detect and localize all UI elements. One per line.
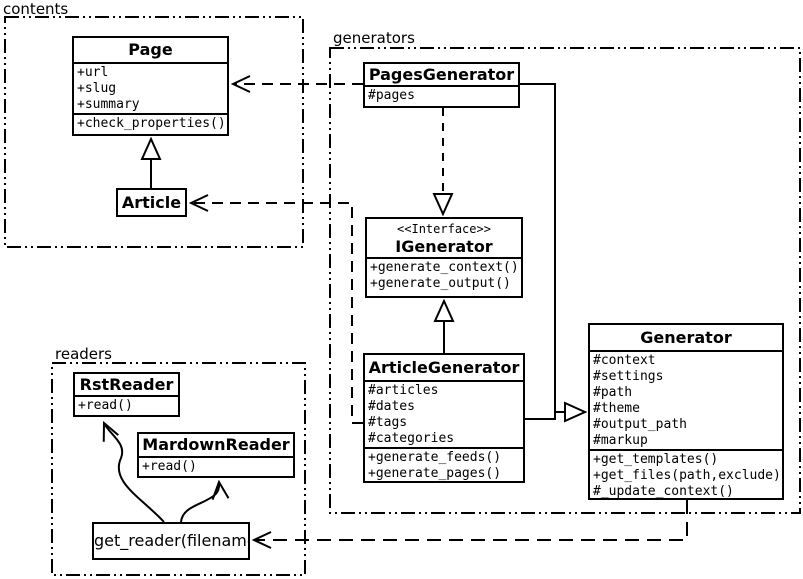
dependency-generator-to-getreader bbox=[254, 500, 688, 540]
method: +generate_context() bbox=[370, 260, 519, 275]
class-generator-attributes: #context #settings #path #theme #output_… bbox=[590, 350, 782, 449]
class-articlegenerator-title: ArticleGenerator bbox=[368, 358, 520, 377]
package-readers-label: readers bbox=[55, 345, 112, 363]
attribute: #path bbox=[593, 385, 633, 400]
package-readers-border bbox=[51, 362, 306, 576]
arrow-getreader-to-rstreader bbox=[104, 423, 165, 523]
class-mardownreader-methods: +read() bbox=[139, 456, 293, 475]
class-generator-methods: +get_templates() +get_files(path,exclude… bbox=[590, 449, 782, 499]
method: +generate_output() bbox=[370, 276, 511, 291]
class-generator: Generator #context #settings #path #them… bbox=[588, 323, 784, 500]
package-contents-border bbox=[4, 16, 304, 248]
class-articlegenerator-attributes: #articles #dates #tags #categories bbox=[365, 380, 523, 447]
class-pagesgenerator-attributes: #pages bbox=[365, 85, 518, 104]
class-articlegenerator: ArticleGenerator #articles #dates #tags … bbox=[363, 353, 525, 483]
class-pagesgenerator-title: PagesGenerator bbox=[368, 65, 515, 84]
class-igenerator: <<Interface>> IGenerator +generate_conte… bbox=[365, 217, 523, 298]
class-igenerator-methods: +generate_context() +generate_output() bbox=[367, 257, 521, 292]
function-get-reader: get_reader(filename) bbox=[92, 522, 250, 560]
attribute: #articles bbox=[368, 383, 439, 398]
method: +get_templates() bbox=[593, 452, 719, 467]
package-generators-label: generators bbox=[333, 29, 415, 47]
attribute: #context bbox=[593, 353, 656, 368]
attribute: #tags bbox=[368, 415, 408, 430]
class-igenerator-stereotype: <<Interface>> bbox=[397, 222, 491, 236]
inheritance-articlegenerator-to-generator bbox=[525, 411, 556, 420]
method: +read() bbox=[142, 459, 197, 474]
class-mardownreader: MardownReader +read() bbox=[137, 432, 295, 478]
arrow-getreader-to-mardownreader bbox=[180, 482, 219, 523]
class-page: Page +url +slug +summary +check_properti… bbox=[72, 36, 229, 136]
attribute: +slug bbox=[77, 81, 117, 96]
class-igenerator-title: IGenerator bbox=[395, 237, 493, 256]
method: +generate_pages() bbox=[368, 466, 502, 481]
class-generator-title: Generator bbox=[640, 328, 732, 347]
method: +read() bbox=[78, 398, 133, 413]
function-get-reader-label: get_reader(filename) bbox=[94, 531, 250, 550]
package-contents-label: contents bbox=[3, 0, 69, 18]
class-article: Article bbox=[116, 188, 187, 217]
class-rstreader-methods: +read() bbox=[75, 395, 178, 414]
attribute: #categories bbox=[368, 431, 455, 446]
method: #_update_context() bbox=[593, 484, 734, 499]
package-generators-border bbox=[329, 47, 801, 514]
method: +check_properties() bbox=[77, 116, 226, 131]
attribute: #dates bbox=[368, 399, 415, 414]
class-page-title: Page bbox=[128, 40, 173, 59]
class-mardownreader-title: MardownReader bbox=[142, 435, 290, 454]
attribute: #markup bbox=[593, 433, 648, 448]
attribute: #output_path bbox=[593, 417, 687, 432]
attribute: #settings bbox=[593, 369, 664, 384]
class-pagesgenerator: PagesGenerator #pages bbox=[363, 62, 520, 108]
class-article-title: Article bbox=[121, 193, 182, 212]
attribute: +url bbox=[77, 65, 109, 80]
class-page-methods: +check_properties() bbox=[74, 113, 227, 132]
class-rstreader: RstReader +read() bbox=[73, 372, 180, 417]
class-rstreader-title: RstReader bbox=[79, 375, 174, 394]
inheritance-pagesgenerator-to-generator bbox=[520, 83, 585, 412]
class-page-attributes: +url +slug +summary bbox=[74, 62, 227, 113]
attribute: +summary bbox=[77, 97, 140, 112]
method: +generate_feeds() bbox=[368, 450, 502, 465]
class-articlegenerator-methods: +generate_feeds() +generate_pages() bbox=[365, 447, 523, 481]
method: +get_files(path,exclude) bbox=[593, 468, 781, 483]
attribute: #theme bbox=[593, 401, 640, 416]
attribute: #pages bbox=[368, 88, 415, 103]
dependency-articlegenerator-to-article bbox=[191, 203, 363, 424]
